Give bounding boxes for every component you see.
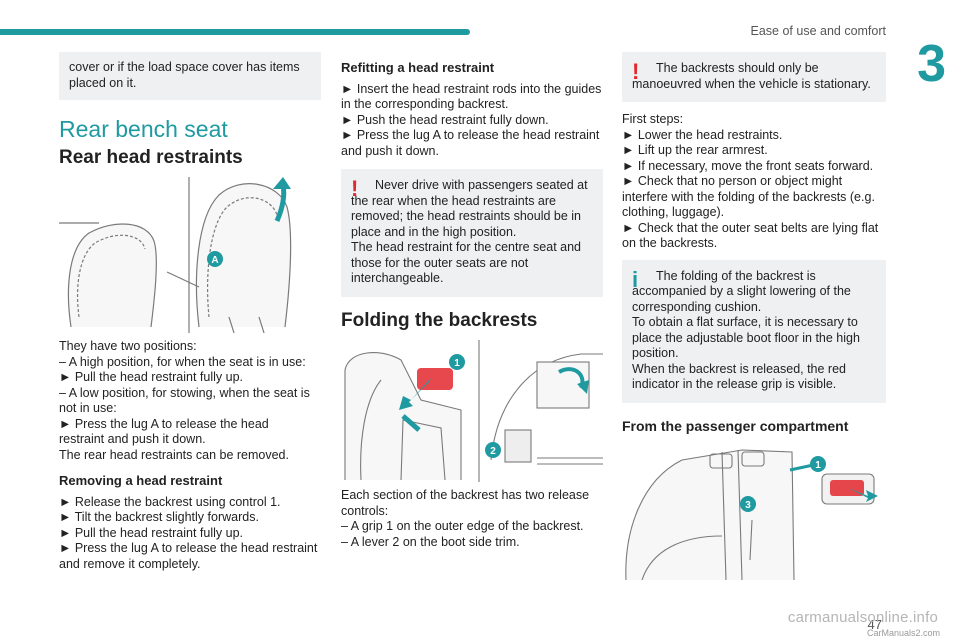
figure-label-1: 1 (454, 358, 460, 369)
first-steps: First steps: ► Lower the head restraints… (622, 112, 879, 250)
figure-folding: 1 2 (341, 340, 603, 482)
warning-text: Never drive with passengers seated at th… (351, 178, 588, 285)
head-restraint-illustration: A (59, 177, 292, 334)
folding-illustration: 1 2 (344, 340, 603, 482)
warning-box: ! Never drive with passengers seated at … (341, 169, 603, 297)
heading-passenger-compartment: From the passenger compartment (622, 417, 849, 434)
warning-box-stationary: ! The backrests should only be manoeuvre… (622, 52, 886, 102)
passenger-compartment-illustration: 1 3 (625, 449, 878, 581)
info-text: The folding of the backrest is accompani… (632, 268, 860, 392)
column-2: Refitting a head restraint ► Insert the … (341, 60, 603, 556)
watermark: carmanualsonline.info (787, 609, 938, 626)
figure-label-3: 3 (745, 500, 751, 511)
watermark-small: CarManuals2.com (866, 628, 940, 638)
figure-passenger-compartment: 1 3 (622, 440, 886, 581)
chapter-number: 3 (917, 35, 946, 93)
warning-icon: ! (632, 59, 640, 84)
removing-steps: ► Release the backrest using control 1. … (59, 494, 318, 571)
heading-rear-head-restraints: Rear head restraints (59, 146, 243, 168)
figure-label-1: 1 (815, 460, 821, 471)
figure-head-restraints: A (59, 177, 321, 334)
figure-label-2: 2 (490, 446, 496, 457)
page-number: 47 (867, 617, 882, 632)
refitting-steps: ► Insert the head restraint rods into th… (341, 81, 602, 158)
positions-text: They have two positions: – A high positi… (59, 339, 310, 462)
heading-refitting: Refitting a head restraint (341, 60, 495, 75)
heading-removing: Removing a head restraint (59, 473, 223, 488)
column-3: ! The backrests should only be manoeuvre… (622, 52, 886, 581)
warning-icon: ! (351, 176, 359, 201)
info-icon: i (632, 266, 639, 292)
column-1: cover or if the load space cover has ite… (59, 52, 321, 578)
heading-folding: Folding the backrests (341, 309, 538, 331)
note-box: cover or if the load space cover has ite… (59, 52, 321, 100)
info-box: i The folding of the backrest is accompa… (622, 259, 886, 403)
header-accent-bar (0, 29, 470, 35)
figure-label-a: A (211, 255, 218, 266)
running-header: Ease of use and comfort (750, 24, 887, 38)
section-title: Rear bench seat (59, 116, 228, 142)
warning-text-stationary: The backrests should only be manoeuvred … (632, 61, 871, 91)
controls-text: Each section of the backrest has two rel… (341, 488, 590, 549)
note-text: cover or if the load space cover has ite… (69, 60, 300, 90)
